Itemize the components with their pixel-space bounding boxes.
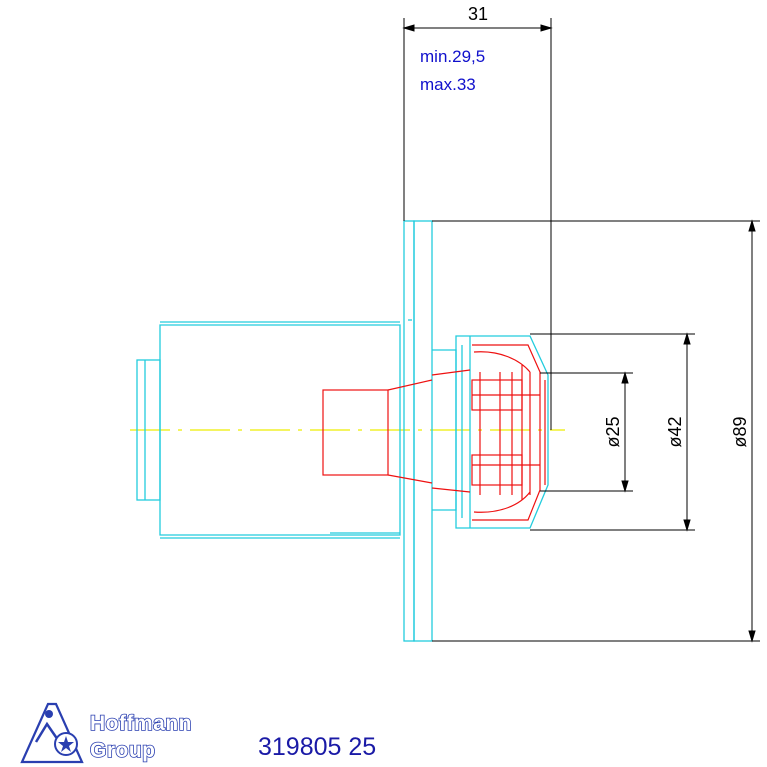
diameter-25-label: ø25 xyxy=(603,416,623,447)
length-dimension: 31 xyxy=(468,4,488,24)
brand-name: Hoffmann xyxy=(90,712,192,735)
diameter-89-label: ø89 xyxy=(730,416,750,447)
collet-section xyxy=(322,344,546,521)
length-tolerance-max: max.33 xyxy=(420,75,476,94)
holder-outline xyxy=(136,220,549,642)
dimension-lines xyxy=(402,18,760,643)
part-number: 319805 25 xyxy=(258,733,376,761)
length-tolerance-min: min.29,5 xyxy=(420,47,485,66)
brand-group: Group xyxy=(90,739,156,762)
diameter-42-label: ø42 xyxy=(665,416,685,447)
hoffmann-logo-icon xyxy=(20,702,84,764)
